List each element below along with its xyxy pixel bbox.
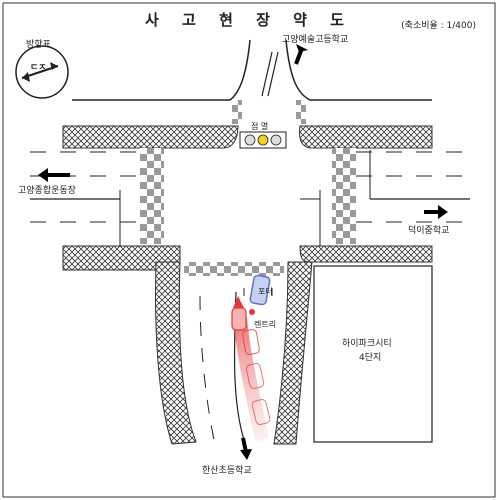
arrow-west-icon (38, 168, 70, 182)
sidewalk-south-west (155, 261, 197, 445)
place-south: 한산초등학교 (202, 466, 252, 476)
impact-point-icon (249, 309, 255, 315)
sidewalk-nw (62, 125, 239, 149)
red-car-icon (231, 307, 247, 331)
sidewalk-south-east (273, 261, 313, 445)
signal-label: 점 멸 (251, 122, 269, 131)
crosswalk-south (184, 262, 284, 276)
arrow-south-icon (240, 437, 252, 460)
signal-light-green-icon (270, 134, 282, 146)
place-east: 덕이중학교 (408, 226, 450, 236)
compass-letters: ㄷㅈ (30, 63, 47, 73)
place-west: 고양종합운동장 (18, 186, 76, 196)
compass-label: 방향표 (26, 40, 51, 50)
blue-car-icon (249, 274, 271, 306)
red-car-trail (242, 329, 271, 425)
crosswalk-east (332, 148, 356, 244)
scale-label: (축소비율 : 1/400) (401, 21, 476, 31)
place-north: 고양예술고등학교 (282, 35, 349, 45)
vehicle-blue-label: 포터 (258, 287, 273, 296)
signal-light-yellow-icon (257, 134, 269, 146)
diagram-title: 사 고 현 장 약 도 (145, 11, 353, 29)
block-number: 4단지 (359, 353, 382, 363)
block-name: 하이파크시티 (342, 339, 392, 349)
crosswalk-north-left (232, 100, 242, 124)
arrow-north-icon (294, 44, 308, 65)
arrow-east-icon (424, 205, 448, 219)
apartment-block (313, 265, 433, 443)
sidewalk-se (299, 245, 433, 263)
signal-light-red-icon (244, 134, 256, 146)
crosswalk-west (140, 148, 164, 244)
sidewalk-ne (299, 125, 433, 149)
crosswalk-north-right (296, 100, 306, 124)
vehicle-red-label: 렌트리 (254, 320, 277, 329)
